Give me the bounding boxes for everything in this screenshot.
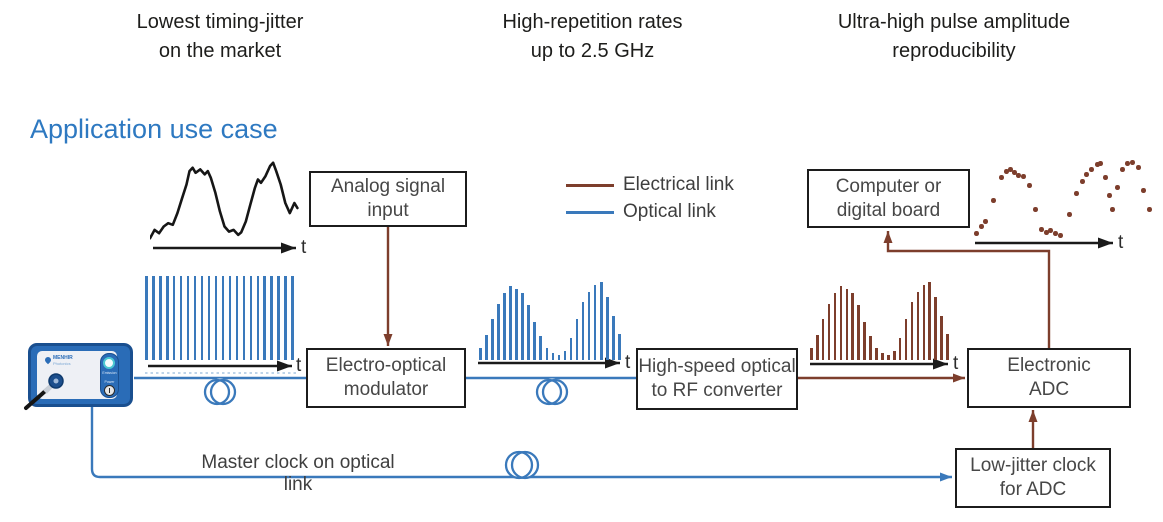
t-label-electrical: t — [953, 353, 959, 374]
device-logo-text: MENHIR Photonics — [53, 355, 73, 367]
emission-label: Emission — [102, 371, 117, 375]
t-label-uniform: t — [296, 355, 302, 376]
analog-signal-waveform — [150, 161, 299, 240]
box-converter-line2: to RF converter — [651, 380, 783, 401]
feature-header-repetition: High-repetition rates up to 2.5 GHz — [440, 8, 745, 66]
feature-header-jitter-line1: Lowest timing-jitter — [136, 11, 304, 33]
box-analog-line2: input — [367, 200, 409, 221]
box-modulator-line1: Electro-optical — [325, 355, 447, 376]
t-label-analog: t — [301, 237, 307, 258]
sampled-signal-dots — [973, 155, 1152, 240]
feature-header-jitter: Lowest timing-jitter on the market — [60, 8, 380, 66]
box-computer: Computer or digital board — [807, 169, 970, 228]
device-logo-line1: MENHIR — [53, 355, 73, 361]
device-logo-line2: Photonics — [53, 361, 71, 366]
box-computer-line1: Computer or — [835, 175, 942, 197]
power-label: Power — [104, 380, 115, 384]
legend-electrical-label: Electrical link — [623, 174, 734, 195]
optical-link-master-clock — [90, 407, 952, 482]
feature-header-amplitude-line2: reproducibility — [892, 40, 1016, 62]
analog-signal-curve — [150, 161, 299, 240]
feature-header-repetition-line1: High-repetition rates — [502, 11, 683, 33]
legend-optical: Optical link — [566, 201, 734, 222]
electrical-link-swatch — [566, 183, 614, 187]
box-modulator-line2: modulator — [343, 379, 429, 400]
power-key-switch — [104, 385, 115, 396]
box-analog-line1: Analog signal — [330, 176, 446, 197]
feature-header-repetition-line2: up to 2.5 GHz — [530, 40, 655, 62]
legend: Electrical link Optical link — [566, 174, 734, 222]
fiber-port-core — [53, 378, 59, 384]
optical-link-swatch — [566, 210, 614, 214]
box-computer-line2: digital board — [836, 199, 941, 221]
fiber-coil-3 — [504, 450, 540, 480]
section-title: Application use case — [30, 114, 278, 144]
t-label-modulated: t — [625, 352, 631, 373]
fiber-coil-2 — [535, 378, 569, 406]
box-converter-line1: High-speed optical — [638, 356, 796, 377]
feature-header-amplitude: Ultra-high pulse amplitude reproducibili… — [793, 8, 1115, 66]
modulated-electrical-pulse-train — [810, 282, 949, 360]
device-logo: MENHIR Photonics — [43, 355, 73, 367]
box-electronic-adc: Electronic ADC — [967, 348, 1131, 408]
t-label-sampled: t — [1118, 232, 1124, 253]
box-clock-line2: for ADC — [999, 479, 1067, 500]
uniform-pulse-train — [145, 276, 294, 360]
feature-header-jitter-line2: on the market — [158, 40, 282, 62]
box-rf-converter: High-speed optical to RF converter — [636, 348, 798, 410]
electrical-link-adc-to-computer — [883, 231, 1051, 348]
modulated-optical-pulse-train — [479, 282, 621, 360]
box-clock-line1: Low-jitter clock — [970, 455, 1096, 476]
box-adc-line2: ADC — [1028, 379, 1070, 400]
feature-header-amplitude-line1: Ultra-high pulse amplitude — [837, 11, 1071, 33]
legend-electrical: Electrical link — [566, 174, 734, 195]
box-low-jitter-clock: Low-jitter clock for ADC — [955, 448, 1111, 508]
fiber-coil-1 — [203, 378, 237, 406]
box-electro-optical-modulator: Electro-optical modulator — [306, 348, 466, 408]
emission-indicator-lamp — [103, 357, 115, 369]
box-adc-line1: Electronic — [1007, 355, 1091, 376]
box-analog-signal-input: Analog signal input — [309, 171, 467, 227]
legend-optical-label: Optical link — [623, 201, 716, 222]
master-clock-label: Master clock on optical link — [201, 452, 395, 495]
